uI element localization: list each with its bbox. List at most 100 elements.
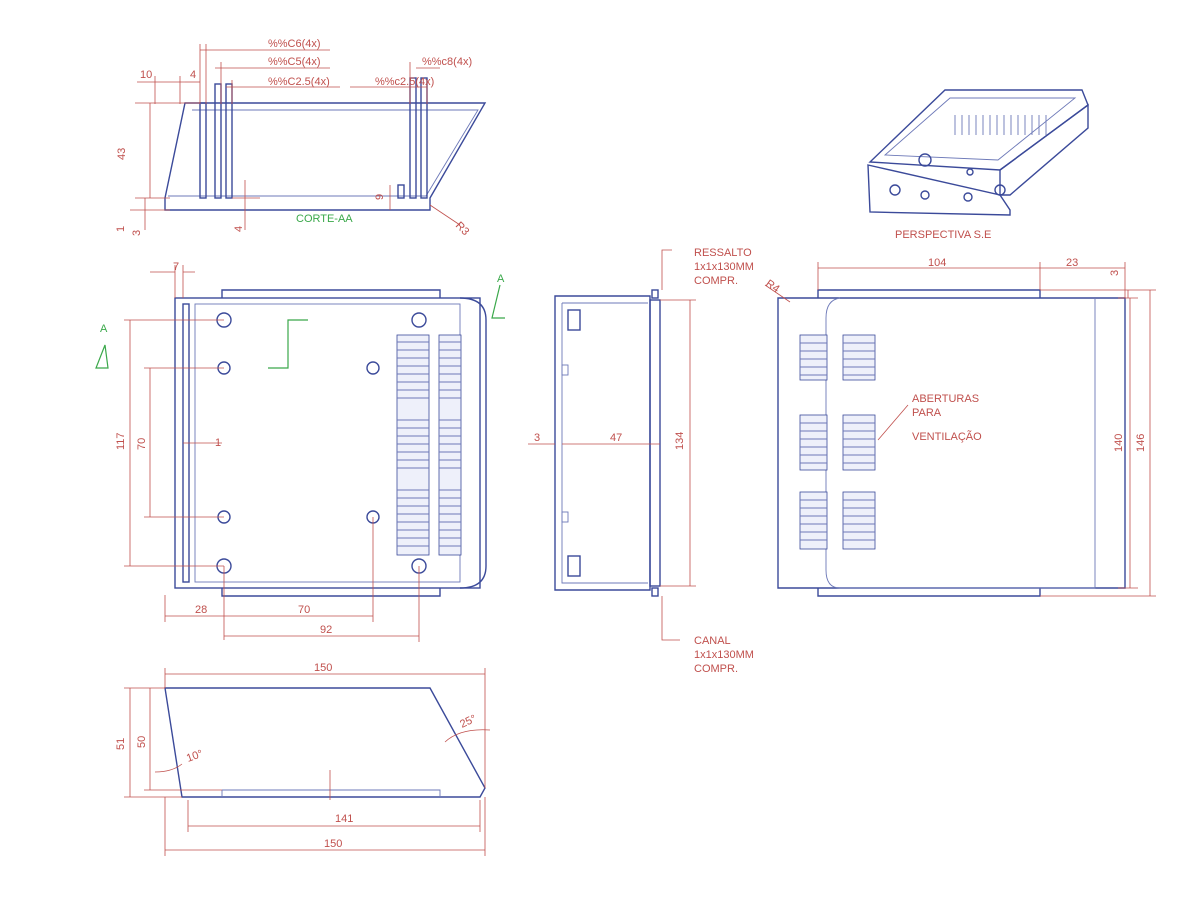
perspective-base [867,164,1011,216]
hole-top-right [411,312,427,328]
top-view-bottom-lip [221,588,441,597]
canal-label-2: 1x1x130MM [694,649,754,661]
dim-43-label: 43 [116,148,128,160]
dim-23-label: 23 [1066,257,1078,269]
dim-70-v-label: 70 [136,438,148,450]
perspective-boss-1 [918,153,932,167]
dim-r4-label: R4 [763,278,781,296]
top-view-top-lip [221,289,441,298]
hole-c25-left-label: %%C2.5(4x) [268,76,330,88]
dim-7-label: 7 [173,261,179,273]
dim-line-c6 [199,44,330,104]
dim-line-134 [660,299,696,587]
front-view-outline [164,687,486,798]
end-view-outer [777,297,1126,589]
section-outline [164,102,487,211]
side-view-inner [561,302,648,584]
canal-leader [661,596,680,641]
perspectiva-label: PERSPECTIVA S.E [895,229,991,241]
side-view-notch-1 [561,364,569,376]
section-a-right-label: A [497,273,505,285]
end-vent-5 [799,491,828,550]
front-view-foot [222,789,441,797]
side-view-canal [651,587,659,597]
perspective-boss-6 [966,168,974,176]
section-inner-line [168,109,479,197]
end-vent-lines-2 [843,342,875,541]
hole-c5-label: %%C5(4x) [268,56,321,68]
dim-line-141 [187,800,481,832]
dim-line-r4 [764,284,791,303]
dim-3-label: 3 [131,230,143,236]
end-view-lid [825,297,1096,589]
dim-28-label: 28 [195,604,207,616]
canal-label-3: COMPR. [694,663,738,675]
top-view-outer [174,297,481,589]
dim-141-label: 141 [335,813,353,825]
top-view-right-edge [459,297,487,589]
dim-51-label: 51 [115,738,127,750]
dim-line-c25-right [350,80,428,104]
dim-146-label: 146 [1135,434,1147,452]
section-a-left-label: A [100,323,108,335]
aberturas-label-1: ABERTURAS [912,393,979,405]
end-view: 104 23 3 R4 140 146 ABERTURAS PARA VENTI… [763,257,1156,597]
side-view-tab-bottom [567,555,581,577]
section-left-wall [199,102,207,199]
dim-4-top-label: 4 [190,69,196,81]
dim-line-146 [1040,289,1156,597]
dim-line-117 [124,319,224,567]
section-boss-right-2 [420,77,428,199]
perspective-inner [883,97,1077,161]
section-arrow-right [491,284,505,319]
side-view: 3 47 134 RESSALTO 1x1x130MM COMPR. CANAL… [528,247,754,675]
section-boss-left [214,83,222,199]
dim-70-h-label: 70 [298,604,310,616]
end-vent-1 [799,334,828,381]
aberturas-leader [877,404,909,441]
section-boss-right [409,77,417,199]
end-vent-3 [799,414,828,471]
dim-line-c8 [409,62,440,104]
dim-line-c25-left [226,80,340,104]
side-view-ressalto [651,289,659,299]
angle-arc-10 [154,763,183,773]
dim-line-1-3 [130,198,170,230]
dim-140-label: 140 [1113,434,1125,452]
end-vent-6 [842,491,876,550]
ressalto-label-2: 1x1x130MM [694,261,754,273]
end-view-top-lip [817,289,1041,298]
perspective-slot-lines [954,115,1047,135]
top-vent-lines-2 [439,341,461,547]
front-view: 150 51 50 10° 25° 141 150 [115,662,491,856]
ressalto-label-3: COMPR. [694,275,738,287]
dim-9-label: 9 [374,194,386,200]
aberturas-label-2: PARA [912,407,942,419]
section-view-corte-aa: %%C6(4x) %%C5(4x) %%C2.5(4x) %%c8(4x) %%… [115,38,487,238]
dim-50-label: 50 [136,736,148,748]
end-view-bottom-lip [817,588,1041,597]
dim-line-51 [124,687,182,798]
angle-arc-25 [444,729,491,743]
dim-150-top-label: 150 [314,662,332,674]
dim-104-label: 104 [928,257,946,269]
perspective-boss-5 [994,184,1006,196]
perspective-view: PERSPECTIVA S.E [867,89,1089,241]
dim-line-7 [150,265,195,298]
ressalto-label-1: RESSALTO [694,247,752,259]
hole-c6-label: %%C6(4x) [268,38,321,50]
dim-line-140 [1118,297,1138,589]
dim-1-label: 1 [115,226,127,232]
hole-c25-right-label: %%c2.5(4x) [375,76,434,88]
angle-10-label: 10° [185,748,205,765]
dim-line-c5 [215,62,330,104]
dim-line-28 [164,566,225,640]
section-boss-left-2 [225,83,233,199]
perspective-front [999,103,1089,196]
dim-117-label: 117 [115,432,127,450]
dim-3-end-label: 3 [1109,270,1121,276]
top-view: A A 7 117 70 1 28 70 92 [95,261,505,642]
dim-4-bottom-label: 4 [233,226,245,232]
dim-47-label: 47 [610,432,622,444]
